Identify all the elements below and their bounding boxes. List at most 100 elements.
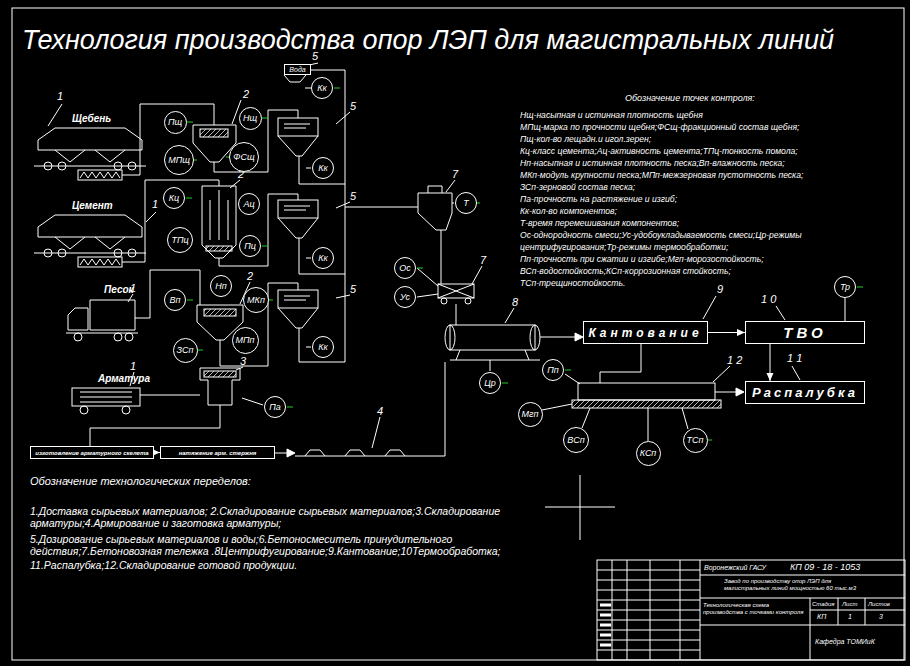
diagram-title: Технология производства опор ЛЭП для маг… bbox=[22, 26, 834, 56]
title-block-text: КП bbox=[817, 613, 826, 621]
control-point-circle: ФСщ bbox=[229, 142, 259, 172]
legend-line: Па-прочность на растяжение и изгиб; bbox=[520, 195, 677, 204]
node-text: Нщ bbox=[243, 114, 257, 123]
node-text: Кк bbox=[318, 164, 328, 173]
node-text: Пц bbox=[244, 242, 256, 251]
legend-line: центрифугирования;Тр-режимы термообработ… bbox=[520, 243, 728, 252]
flow-connector bbox=[845, 298, 846, 321]
process-box: Вода bbox=[284, 64, 311, 75]
material-label: Песок bbox=[104, 284, 134, 295]
callout-number: 1 0 bbox=[761, 293, 776, 305]
callout-number: 1 bbox=[152, 198, 158, 210]
control-point-circle: ЗСп bbox=[173, 338, 198, 363]
process-box: Распалубка bbox=[745, 381, 865, 404]
node-text: КСп bbox=[640, 449, 657, 458]
control-point-circle: Кк bbox=[312, 157, 334, 179]
title-block-text: Воронежский ГАСУ bbox=[704, 564, 766, 572]
flow-connector bbox=[767, 344, 774, 381]
callout-number: 8 bbox=[512, 296, 518, 308]
node-text: Нп bbox=[215, 282, 226, 291]
legend-line: Т-время перемешивания компонентов; bbox=[520, 219, 679, 228]
process-box: изготовление арматурного скелета bbox=[30, 446, 154, 459]
callout-number: 1 bbox=[57, 90, 63, 102]
title-block-text: Стадия bbox=[812, 601, 834, 608]
legend-line: Кц-класс цемента;Ац-активность цемента;Т… bbox=[520, 147, 798, 156]
node-text: Пп bbox=[547, 366, 558, 375]
control-point-circle: МКп bbox=[243, 287, 269, 313]
control-point-circle: Нп bbox=[210, 275, 232, 297]
control-point-circle: Тр bbox=[834, 276, 856, 298]
legend-line: МПщ-марка по прочности щебня;ФСщ-фракцио… bbox=[520, 123, 799, 132]
callout-number: 1 bbox=[130, 360, 136, 372]
legend-line: МКп-модуль крупности песка;МПп-межзернов… bbox=[520, 171, 803, 180]
callout-number: 1 2 bbox=[727, 354, 742, 366]
node-text: Ац bbox=[243, 200, 254, 209]
legend-line: Нщ-насыпная и истинная плотность щебня bbox=[520, 111, 703, 120]
control-point-circle: Кк bbox=[311, 77, 333, 99]
title-block-text: Листов bbox=[868, 601, 890, 608]
legend-line: ЗСп-зерновой состав песка; bbox=[520, 183, 635, 192]
callout-number: 2 bbox=[247, 270, 253, 282]
node-text: Ус bbox=[400, 293, 410, 302]
process-list-line: 11.Распалубка;12.Складирование готовой п… bbox=[30, 560, 297, 572]
callout-number: 5 bbox=[312, 50, 318, 62]
callout-number: 1 bbox=[130, 282, 136, 294]
node-text: ТСп bbox=[687, 436, 704, 445]
control-point-circle: Мгп bbox=[518, 402, 543, 427]
control-point-circle: Па bbox=[264, 396, 286, 418]
process-box: Кантование bbox=[583, 321, 708, 344]
control-point-circle: Ац bbox=[238, 193, 260, 215]
node-text: Цр bbox=[484, 379, 496, 388]
legend-line: ТСп-трещиностойкость. bbox=[520, 279, 625, 288]
process-list-heading: Обозначение технологических переделов: bbox=[30, 475, 251, 487]
control-point-circle: Пп bbox=[542, 359, 564, 381]
callout-number: 7 bbox=[452, 168, 458, 180]
process-box: ТВО bbox=[745, 321, 865, 344]
process-list-line: 1.Доставка сырьевых материалов; 2.Склади… bbox=[30, 506, 500, 518]
node-text: Па bbox=[269, 403, 281, 412]
control-point-circle: КСп bbox=[636, 441, 661, 466]
node-text: Тр bbox=[840, 283, 850, 292]
control-point-circle: Ос bbox=[394, 257, 416, 279]
control-point-circle: Вп bbox=[164, 289, 186, 311]
node-text: Мгп bbox=[522, 410, 539, 419]
title-block-text: КП 09 - 18 - 1053 bbox=[790, 563, 860, 573]
control-point-circle: ТСп bbox=[683, 428, 708, 453]
process-list-line: действия;7.Бетоновозная тележка .8Центри… bbox=[30, 546, 501, 558]
control-point-circle: Кк bbox=[312, 336, 334, 358]
legend-line: Кк-кол-во компонентов; bbox=[520, 207, 617, 216]
control-point-circle: Ус bbox=[394, 286, 416, 308]
control-point-circle: Нщ bbox=[239, 107, 262, 130]
node-text: ТВО bbox=[783, 325, 826, 340]
control-point-circle: Пц bbox=[239, 235, 261, 257]
flow-connector bbox=[708, 329, 745, 336]
control-point-circle: Цр bbox=[479, 372, 501, 394]
callout-number: 2 bbox=[243, 88, 249, 100]
node-text: Вода bbox=[289, 66, 305, 73]
node-text: МПп bbox=[236, 336, 255, 345]
control-point-circle: МПп bbox=[232, 327, 259, 354]
node-text: МКп bbox=[247, 296, 265, 305]
legend-line: Нп-насыпная и истинная плотность песка;В… bbox=[520, 159, 785, 168]
title-block-text: Завод по производству опор ЛЭП для магис… bbox=[724, 578, 874, 591]
material-label: Цемент bbox=[72, 200, 113, 211]
callout-number: 5 bbox=[350, 100, 356, 112]
callout-number: 7 bbox=[480, 254, 486, 266]
node-text: Кц bbox=[169, 194, 179, 203]
title-block-text: 1 bbox=[848, 613, 852, 621]
callout-number: 4 bbox=[377, 405, 383, 417]
title-block-text: 3 bbox=[879, 613, 883, 621]
callout-number: 5 bbox=[350, 283, 356, 295]
node-text: Кк bbox=[318, 254, 328, 263]
legend-line: Пщ-кол-во лещадн.и игол.зерен; bbox=[520, 135, 651, 144]
control-point-circle: Кц bbox=[163, 187, 185, 209]
process-list-line: арматуры;4.Армирование и заготовка армат… bbox=[30, 518, 281, 530]
control-point-circle: Кк bbox=[312, 247, 334, 269]
node-text: ТПц bbox=[171, 236, 188, 245]
node-text: Т bbox=[463, 199, 469, 208]
title-block-text: Лист bbox=[842, 601, 857, 608]
legend-line: ВСп-водостойкость;КСп-коррозионная стойк… bbox=[520, 267, 731, 276]
node-text: натяжение арм. стержня bbox=[179, 450, 257, 456]
legend-line: Ос-однородность смеси;Ус-удобоукладываем… bbox=[520, 231, 801, 240]
